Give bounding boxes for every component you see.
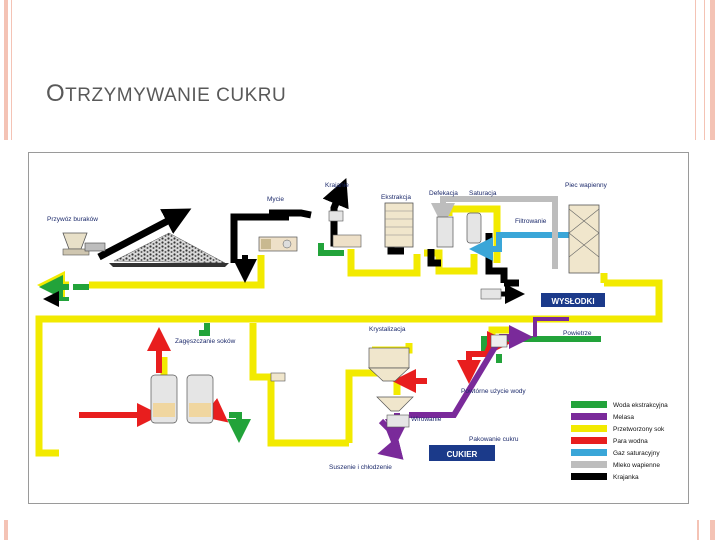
evaporators	[150, 374, 214, 424]
legend-label-0: Woda ekstrakcyjna	[613, 402, 668, 409]
legend-label-3: Para wodna	[613, 438, 648, 445]
lime-kiln	[568, 204, 600, 274]
beet-delivery-hopper	[62, 232, 106, 256]
beet-pile	[113, 232, 226, 264]
wyslodki-label: WYSŁODKI	[551, 297, 594, 306]
heat-exchanger	[270, 372, 286, 382]
slide-title: OTRZYMYWANIE CUKRU	[46, 80, 286, 108]
sugar-process-diagram: WYSŁODKI CUKIER Przywóz buraków Mycie Kr…	[35, 178, 668, 481]
washing-machine	[258, 236, 298, 252]
air-inlet	[490, 334, 508, 348]
label-pakowanie: Pakowanie cukru	[469, 436, 519, 443]
label-mycie: Mycie	[267, 196, 284, 203]
legend-label-2: Przetworzony sok	[613, 426, 665, 433]
extraction-tower	[384, 202, 414, 248]
right-border-stripe	[710, 0, 715, 140]
legend-swatch-6	[571, 473, 607, 480]
label-defekacja: Defekacja	[429, 190, 458, 197]
legend-swatch-4	[571, 449, 607, 456]
bottom-right-stripe	[710, 520, 715, 540]
right-border-stripe-thin-2	[695, 0, 696, 140]
legend-label-1: Melasa	[613, 414, 634, 421]
label-krajanie: Krajanie	[325, 182, 349, 189]
crystallizer	[368, 347, 410, 382]
molasses-to-grid	[533, 317, 569, 337]
label-zageszczanie: Zagęszczanie soków	[175, 338, 236, 345]
legend-swatch-2	[571, 425, 607, 432]
beet-pile-base	[109, 263, 229, 267]
saturation-tank	[466, 212, 482, 244]
label-krystalizacja: Krystalizacja	[369, 326, 406, 333]
legend: Woda ekstrakcyjna Melasa Przetworzony so…	[571, 401, 668, 481]
lime-flow	[431, 196, 558, 269]
right-border-stripe-thin	[704, 0, 705, 140]
label-powtorne: Powtórne użycie wody	[461, 388, 526, 395]
label-suszenie: Suszenie i chłodzenie	[329, 464, 392, 471]
cukier-box	[429, 445, 495, 461]
label-piec: Piec wapienny	[565, 182, 608, 189]
steam-flow	[79, 327, 511, 427]
legend-swatch-1	[571, 413, 607, 420]
legend-swatch-3	[571, 437, 607, 444]
slide-title-initial: O	[46, 80, 66, 107]
label-saturacja: Saturacja	[469, 190, 497, 197]
slide-title-rest: TRZYMYWANIE CUKRU	[65, 85, 287, 106]
defecation-tank	[436, 216, 454, 248]
legend-swatch-0	[571, 401, 607, 408]
legend-label-4: Gaz saturacyjny	[613, 450, 660, 457]
diagram-frame: WYSŁODKI CUKIER Przywóz buraków Mycie Kr…	[28, 152, 689, 504]
cukier-label: CUKIER	[447, 450, 478, 459]
label-powietrze: Powietrze	[563, 330, 592, 337]
bottom-right-stripe-thin	[697, 520, 699, 540]
label-filtrowanie: Filtrowanie	[515, 218, 547, 225]
gas-flow	[469, 232, 569, 261]
legend-label-6: Krajanka	[613, 474, 639, 481]
bottom-left-stripe	[4, 520, 8, 540]
left-border-stripe-thin	[11, 0, 12, 140]
label-przywoz: Przywóz buraków	[47, 216, 98, 223]
label-ekstrakcja: Ekstrakcja	[381, 194, 411, 201]
centrifuge	[376, 396, 414, 428]
label-wirowanie: Wirowanie	[411, 416, 442, 423]
legend-swatch-5	[571, 461, 607, 468]
wyslodki-box	[541, 293, 605, 307]
filter-unit	[480, 288, 502, 300]
legend-label-5: Mleko wapienne	[613, 462, 660, 469]
left-border-stripe	[4, 0, 8, 140]
water-flow	[73, 243, 601, 443]
cutting-machine	[328, 210, 362, 248]
